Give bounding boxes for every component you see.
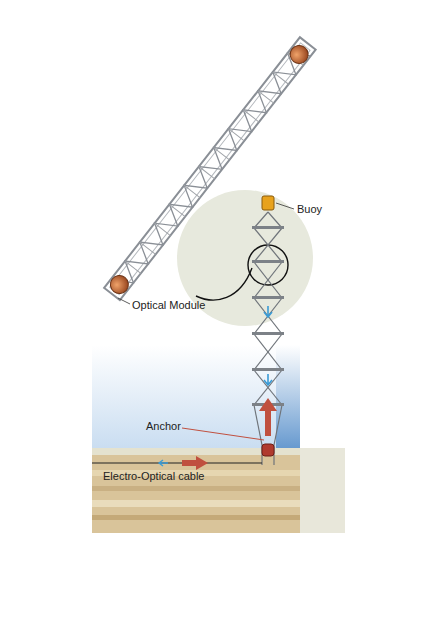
flow-arrow [264,374,272,385]
seabed-front [92,455,300,533]
leader-line [276,203,294,209]
electro-optical-cable [92,462,262,463]
buoy-label: Buoy [297,203,322,216]
buoy [262,196,274,210]
leader-line [118,298,130,304]
part-label: Optical Module [132,299,205,312]
magnifier-circle [248,245,288,285]
part-label: Anchor [146,420,181,433]
storey-bars [252,226,284,406]
storey-truss [104,37,316,300]
flow-arrow [264,306,272,317]
seabed-layer [92,500,300,507]
sea-water [92,345,300,455]
cable-arrow [159,460,168,466]
magnifier-arc [196,268,252,300]
seabed-layer [92,515,300,520]
up-arrow [259,398,277,436]
leader-line [182,428,264,440]
seabed-side [300,448,345,533]
seabed-layer [92,486,300,491]
detection-line [254,212,282,465]
anchor [262,444,274,456]
cable-arrow [182,456,208,470]
sea-water-edge [276,345,300,455]
cable-label: Electro-Optical cable [103,470,205,483]
